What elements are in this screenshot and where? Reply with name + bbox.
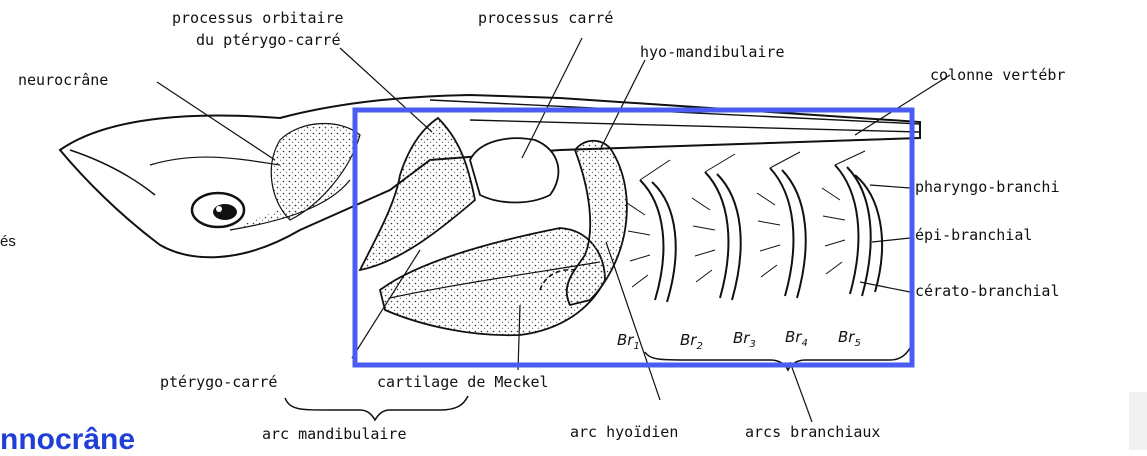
label-square-process: processus carré	[478, 11, 613, 26]
label-br-3: Br3	[733, 331, 756, 350]
label-epi-branchial: épi-branchial	[915, 228, 1032, 243]
label-br-2: Br2	[680, 333, 703, 352]
branchial-arches-shape	[640, 165, 882, 302]
square-process-shape	[470, 138, 558, 202]
label-vertebral-column: colonne vertébr	[930, 68, 1065, 83]
label-br-4: Br4	[785, 330, 808, 349]
label-hyoid-arch: arc hyoïdien	[570, 425, 678, 440]
label-cerato-branchial: cérato-branchial	[915, 284, 1060, 299]
label-hyomandibular: hyo-mandibulaire	[640, 45, 785, 60]
label-pharyngo-branchial: pharyngo-branchi	[915, 180, 1060, 195]
left-cut-text: és	[0, 234, 16, 249]
pterygoquadrate-shape	[360, 118, 475, 270]
label-branchial-arches: arcs branchiaux	[745, 425, 880, 440]
mandibular-brace	[285, 396, 468, 420]
label-pterygoquadrate: ptérygo-carré	[160, 375, 277, 390]
label-br-1: Br1	[617, 333, 640, 352]
label-br-5: Br5	[838, 330, 861, 349]
label-orbital-process-line1: processus orbitaire	[172, 11, 344, 26]
edge-panel	[1129, 392, 1147, 450]
label-meckel-cartilage: cartilage de Meckel	[377, 375, 549, 390]
label-orbital-process-line2: du ptérygo-carré	[196, 33, 341, 48]
bottom-cut-heading: nnocrâne	[0, 425, 135, 455]
eye-orbit-icon	[192, 193, 244, 227]
label-mandibular-arch: arc mandibulaire	[262, 427, 407, 442]
label-neurocranium: neurocrâne	[18, 73, 108, 88]
hyomandibular-shape	[567, 141, 627, 305]
